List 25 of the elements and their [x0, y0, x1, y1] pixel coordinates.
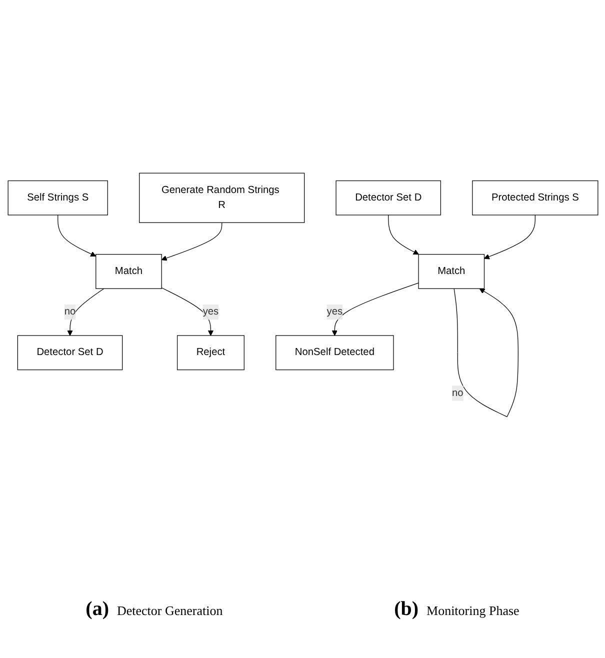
node-box: Match — [418, 254, 484, 289]
node-box: Reject — [176, 335, 244, 370]
node-box: Detector Set D — [16, 335, 122, 370]
node-box: NonSelf Detected — [275, 335, 394, 370]
arrow — [388, 214, 418, 255]
arrow — [453, 288, 518, 418]
arrow — [160, 287, 214, 336]
arrow — [66, 288, 104, 336]
edge-label: yes — [202, 306, 218, 318]
edge-label: yes — [326, 306, 342, 318]
node-box: Detector Set D — [335, 180, 440, 216]
arrow — [331, 282, 418, 336]
edge-label: no — [452, 388, 463, 398]
subfigure-tag: (a) — [86, 598, 109, 620]
node-box: Protected Strings S — [472, 180, 598, 216]
arrow — [160, 222, 222, 261]
node-box: Generate Random Strings R — [138, 172, 304, 223]
arrow — [484, 214, 535, 260]
subfigure-tag: (b) — [394, 598, 419, 620]
arrow — [57, 214, 96, 257]
subfigure-caption: Monitoring Phase — [426, 603, 520, 618]
node-box: Self Strings S — [7, 180, 108, 216]
node-box: Match — [95, 254, 162, 289]
edge-label: no — [64, 306, 76, 318]
subfigure-caption: Detector Generation — [116, 603, 223, 618]
